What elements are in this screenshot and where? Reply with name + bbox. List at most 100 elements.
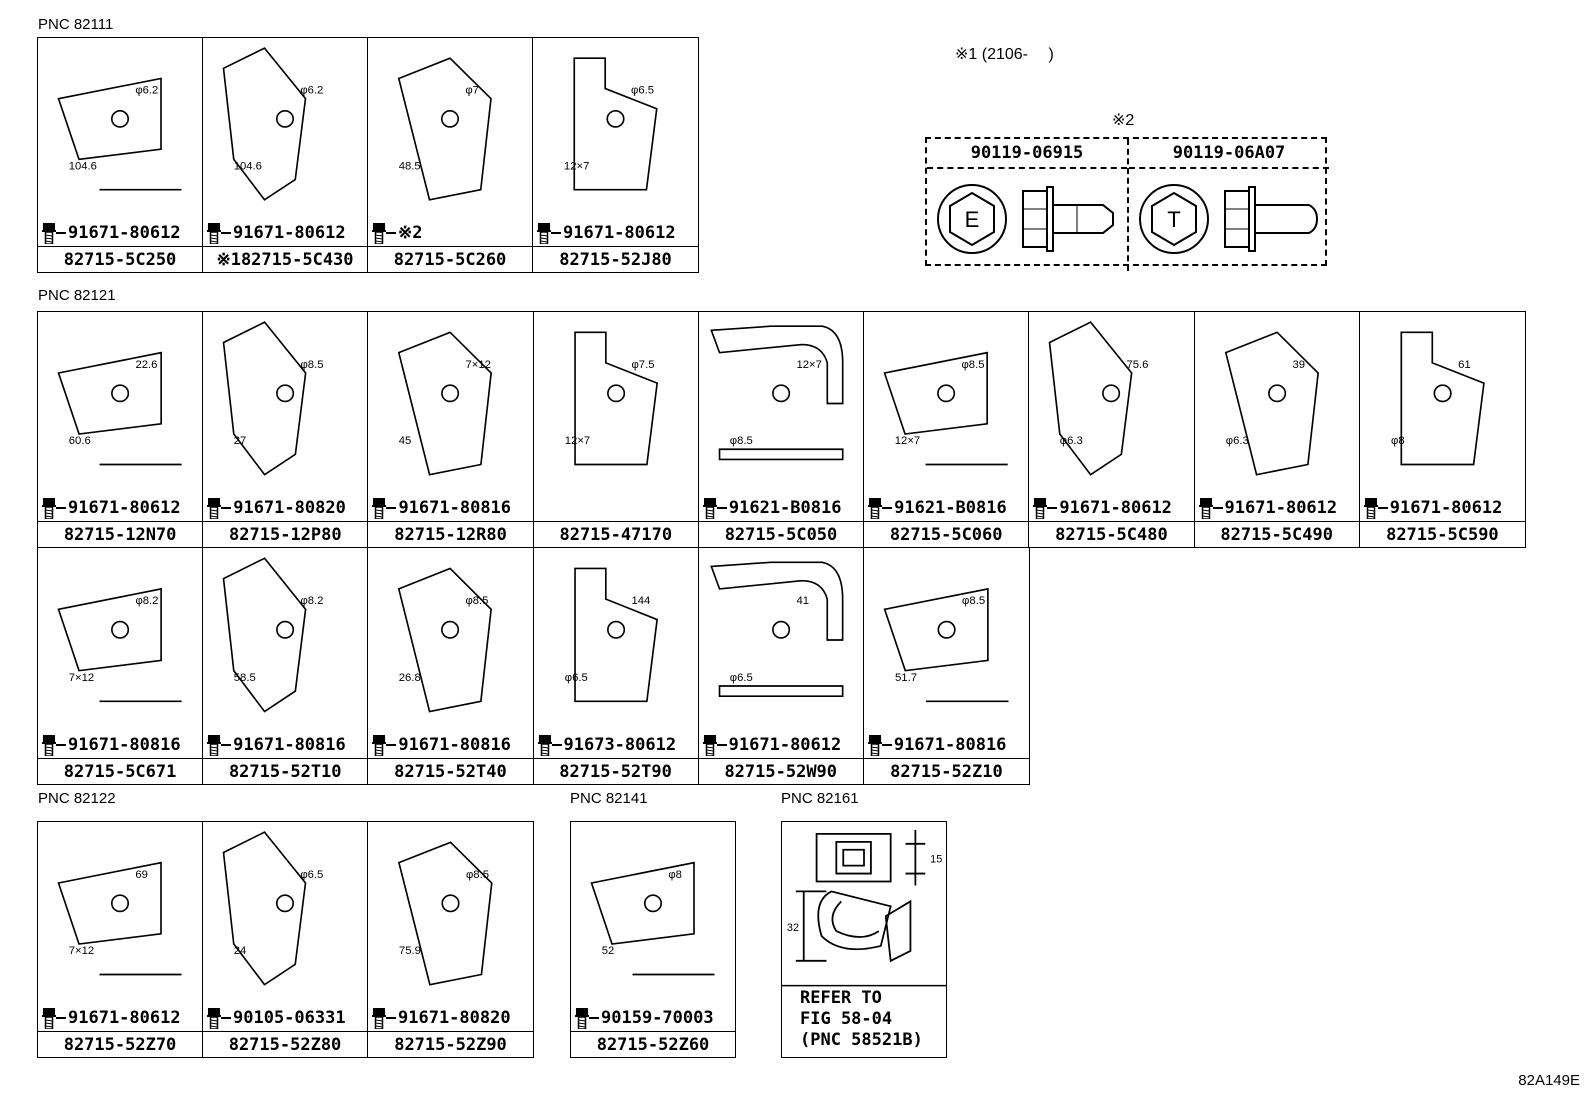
dimension-label: 32: [787, 922, 799, 934]
part-number[interactable]: 82715-52Z90: [368, 1031, 533, 1057]
flange-bolt-e-icon: E: [937, 184, 1114, 254]
dimension-label: φ8: [668, 869, 682, 881]
part-number[interactable]: 82715-5C490: [1194, 521, 1359, 547]
bolt-callout: 91621-B0816: [699, 495, 863, 521]
part-number[interactable]: 82715-12P80: [203, 521, 368, 547]
part-number[interactable]: 82715-52T10: [203, 758, 368, 784]
part-number[interactable]: 82715-52W90: [698, 758, 863, 784]
part-number[interactable]: 82715-52Z80: [203, 1031, 367, 1057]
dimension-label: 60.6: [69, 435, 91, 447]
part-number[interactable]: 82715-52Z10: [863, 758, 1029, 784]
refer-to-figure: REFER TO FIG 58-04 (PNC 58521B): [800, 988, 923, 1050]
bolt-icon: [868, 497, 882, 519]
bolt-part-number: 90159-70003: [601, 1008, 714, 1028]
part-number[interactable]: 82715-47170: [533, 521, 698, 547]
bolt-icon: [1199, 497, 1213, 519]
bolt-part-number: 91671-80612: [68, 1008, 181, 1028]
part-number[interactable]: 82715-52T40: [368, 758, 533, 784]
dimension-label: φ6.5: [300, 869, 323, 881]
dimension-label: 39: [1292, 359, 1305, 371]
bolt-icon: [538, 734, 552, 756]
bolt-part-number: ※2: [398, 223, 423, 243]
dimension-label: 24: [234, 945, 247, 957]
dimension-label: φ8.5: [730, 435, 753, 447]
part-number[interactable]: 82715-5C590: [1359, 521, 1525, 547]
bolt-icon: [703, 497, 717, 519]
dimension-label: 69: [135, 869, 148, 881]
part-number[interactable]: 82715-5C250: [38, 246, 202, 272]
dimension-label: 7×12: [466, 359, 491, 371]
bolt-icon: [372, 734, 386, 756]
part-number[interactable]: ※182715-5C430: [203, 246, 367, 272]
bolt-icon: [42, 1007, 56, 1029]
bolt-part-number: 91671-80612: [1389, 498, 1503, 518]
part-number[interactable]: 82715-52Z60: [571, 1031, 735, 1057]
refer-box-pnc-82161: 15 32 REFER TO FIG 58-04 (PNC 58521B): [781, 821, 947, 1058]
bolt-callout: 91671-80816: [864, 732, 1029, 758]
part-number[interactable]: 82715-12R80: [368, 521, 533, 547]
part-number[interactable]: 82715-5C050: [698, 521, 864, 547]
dimension-label: 75.6: [1127, 359, 1149, 371]
part-number[interactable]: 82715-52J80: [533, 246, 698, 272]
bolt-part-number: 91671-80612: [1059, 498, 1172, 518]
dimension-label: φ8.2: [135, 595, 158, 607]
dimension-label: φ6.2: [300, 85, 323, 97]
dimension-label: 26.8: [399, 672, 421, 684]
bolt-callout: 91671-80816: [203, 732, 367, 758]
bolt-part-number: 91671-80612: [1224, 498, 1338, 518]
dimension-label: 7×12: [69, 672, 94, 684]
dimension-label: φ8.5: [962, 359, 985, 371]
part-number[interactable]: 82715-5C480: [1029, 521, 1194, 547]
bolt-icon: [868, 734, 882, 756]
part-number[interactable]: 82715-5C671: [38, 758, 203, 784]
bolt-callout: 90105-06331: [203, 1005, 367, 1031]
bolt-head-mark: T: [1167, 207, 1180, 232]
bolt-options-table: 90119-06915 E 90119-06A07 T: [925, 137, 1329, 271]
dimension-label: φ6.5: [729, 672, 752, 684]
bolt-icon: [42, 222, 56, 244]
dimension-label: φ8: [1391, 435, 1405, 447]
part-number[interactable]: 82715-52T90: [533, 758, 698, 784]
part-number[interactable]: 82715-5C060: [864, 521, 1029, 547]
bolt-icon: [42, 497, 56, 519]
bolt-icon: [1364, 497, 1378, 519]
part-number[interactable]: 82715-5C260: [368, 246, 532, 272]
bolt-callout: 91621-B0816: [864, 495, 1028, 521]
bolt-callout: 91671-80820: [368, 1005, 533, 1031]
bolt-icon: [372, 497, 386, 519]
dimension-label: φ6.5: [564, 672, 587, 684]
dimension-label: φ8.5: [466, 869, 489, 881]
bolt-callout: 91671-80612: [38, 495, 202, 521]
bolt-part-number: 91671-80612: [233, 223, 346, 243]
dimension-label: 12×7: [796, 359, 821, 371]
part-number[interactable]: 82715-12N70: [38, 521, 203, 547]
bolt-callout: ※2: [368, 220, 532, 246]
dimension-label: φ6.2: [135, 85, 158, 97]
part-number[interactable]: 82715-52Z70: [38, 1031, 202, 1057]
dimension-label: 27: [234, 435, 247, 447]
bolt-part-number: 91671-80612: [68, 498, 181, 518]
dimension-label: φ7: [465, 85, 479, 97]
bolt-icon: [537, 222, 551, 244]
diagram-code: 82A149E: [1518, 1072, 1580, 1089]
bolt-part-number: 91671-80820: [398, 1008, 511, 1028]
